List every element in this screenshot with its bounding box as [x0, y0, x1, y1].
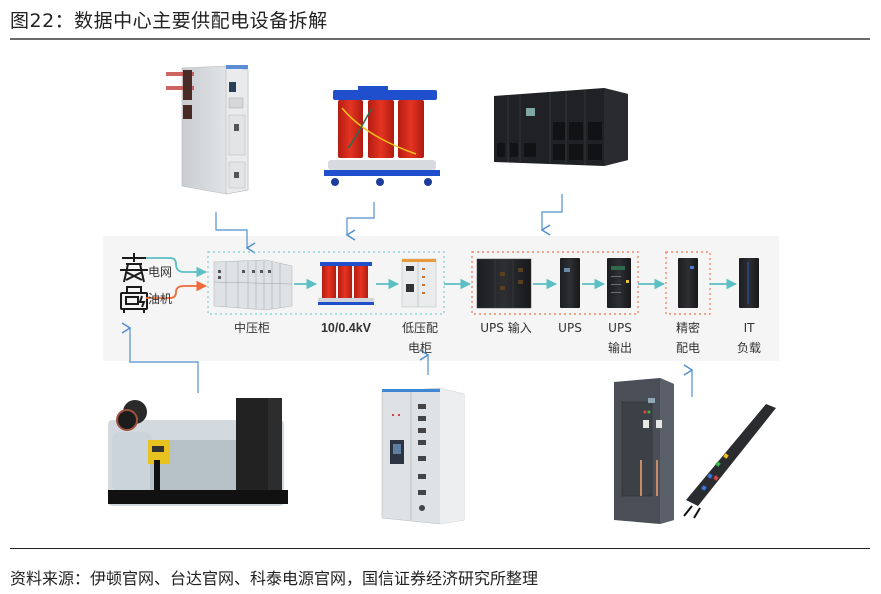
chain-label-ups-input: UPS 输入 [480, 321, 532, 335]
callout-arrow-mv [215, 212, 247, 248]
ups-thumbnail [560, 258, 580, 308]
chain-label-ups-output: UPS 输出 [600, 318, 640, 358]
chain-label-it: IT 负载 [729, 318, 769, 358]
figure-source: 资料来源：伊顿官网、台达官网、科泰电源官网，国信证券经济研究所整理 [10, 569, 539, 588]
title-divider [10, 38, 870, 40]
transformer-photo [320, 72, 440, 186]
mv-group-box [207, 251, 445, 315]
source-divider [10, 548, 870, 549]
power-tower-icon [120, 253, 148, 283]
chain-label-mv: 中压柜 [233, 321, 270, 335]
rack-pdu-photo [683, 404, 776, 519]
chain-label-it-line2: 负载 [736, 341, 761, 355]
it-load-thumbnail [739, 258, 759, 308]
lv-switchgear-photo [354, 380, 502, 526]
chain-label-pdu-line1: 精密 [675, 321, 700, 335]
precision-pdu-thumbnail [678, 258, 698, 308]
diesel-feed-arrow [146, 280, 208, 299]
large-ups-photo [494, 88, 628, 166]
chain-label-lv-line2: 电柜 [407, 341, 432, 355]
transformer-thumbnail [318, 262, 374, 305]
lv-cabinet-thumbnail [401, 258, 437, 308]
mv-cabinet-thumbnail [213, 259, 293, 311]
chain-label-it-line1: IT [743, 321, 755, 335]
ups-input-thumbnail [476, 258, 532, 309]
callout-arrow-transformer [347, 202, 375, 235]
distribution-cabinet-photo [614, 378, 674, 524]
chain-label-ups-output-line1: UPS [608, 321, 632, 335]
grid-source-label: 电网 [148, 265, 173, 279]
grid-feed-arrow [146, 257, 208, 278]
diesel-generator-photo [108, 398, 288, 506]
chain-label-ups-output-line2: 输出 [607, 341, 632, 355]
ups-group-box [471, 251, 639, 315]
mv-switchgear-photo [166, 58, 252, 195]
chain-label-transformer: 10/0.4kV [320, 321, 372, 335]
callout-arrow-generator [130, 328, 199, 393]
chain-label-ups: UPS [558, 321, 582, 335]
chain-label-lv: 低压配 电柜 [392, 318, 448, 358]
chain-label-pdu-line2: 配电 [675, 341, 700, 355]
ups-output-thumbnail [607, 258, 631, 308]
pdu-group-box [665, 251, 711, 315]
diesel-source-label: 油机 [148, 292, 173, 306]
generator-icon [120, 286, 148, 313]
chain-label-pdu: 精密 配电 [668, 318, 708, 358]
callout-arrow-ups [542, 194, 563, 230]
chain-label-lv-line1: 低压配 [401, 321, 438, 335]
figure-title: 图22：数据中心主要供配电设备拆解 [10, 10, 328, 32]
